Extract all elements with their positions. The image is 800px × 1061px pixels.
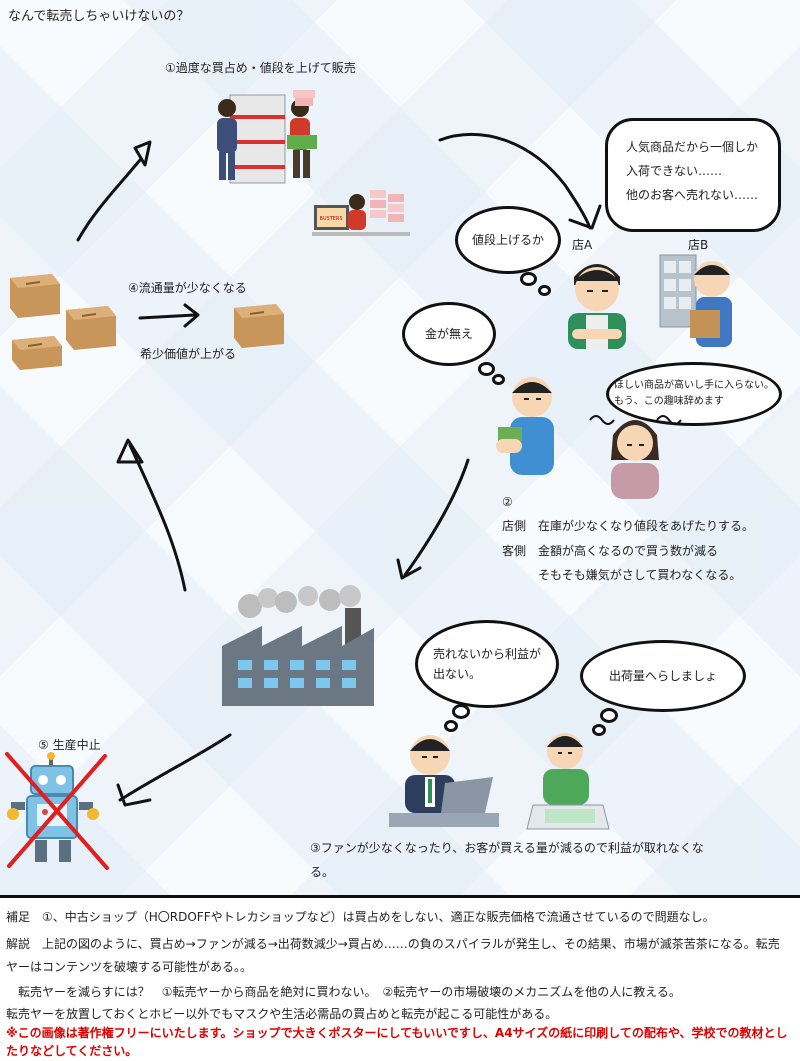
woman-bubble-line1: ほしい商品が高いし手に入らない。	[614, 380, 774, 391]
note-supplement: 補足 ①、中古ショップ（H〇RDOFFやトレカショップなど）は買占めをしない、適…	[6, 910, 715, 924]
no-profit-bubble-line2: 出ない。	[432, 667, 481, 681]
cardboard-box-right	[234, 304, 284, 348]
step2-customer-side: 客側 金額が高くなるので買う数が減る	[502, 544, 719, 558]
online-reseller-illustration: BUSTERS	[312, 190, 410, 236]
note-leave-alone: 転売ヤーを放置しておくとホビー以外でもマスクや生活必需品の買占めと転売が起こる可…	[6, 1007, 558, 1021]
step2-customer-side-2: そもそも嫌気がさして買わなくなる。	[538, 568, 742, 582]
step4-label: ④流通量が少なくなる	[128, 281, 247, 295]
arrow-flow	[138, 313, 197, 320]
step4-sub-label: 希少価値が上がる	[140, 347, 237, 361]
no-money-bubble: 金が無え	[402, 302, 496, 366]
store-a-bubble-tail	[520, 272, 537, 286]
store-b-bubble-line2: 入荷できない……	[626, 164, 723, 178]
arrow-to-factory	[403, 458, 470, 577]
step1-label: ①過度な買占め・値段を上げて販売	[165, 61, 356, 75]
section-divider	[0, 895, 800, 898]
reduce-shipment-bubble-text: 出荷量へらしましょ	[608, 668, 717, 683]
arrow-to-stores	[438, 132, 592, 230]
arrowhead-step1	[133, 140, 152, 167]
no-profit-bubble-tail	[452, 704, 470, 719]
arrowhead-factory	[396, 558, 422, 580]
arrow-to-step1	[76, 158, 142, 242]
reduce-shipment-bubble-tail-small	[592, 724, 606, 736]
store-a-clerk-illustration	[568, 264, 626, 349]
customer-woman-illustration	[589, 415, 682, 499]
shop-shelf-illustration	[217, 90, 317, 184]
page-title: なんで転売しちゃいけないの？	[8, 9, 190, 24]
store-a-label: 店A	[572, 238, 593, 252]
stopped-robot-illustration	[5, 752, 109, 870]
arrow-to-flow	[128, 443, 187, 592]
no-money-bubble-tail-small	[492, 374, 505, 385]
step2-number: ②	[502, 495, 513, 509]
factory-illustration	[222, 585, 374, 706]
no-money-bubble-text: 金が無え	[424, 326, 473, 341]
note-explanation-line2: ヤーはコンテンツを破壊する可能性がある。。	[6, 960, 253, 974]
arrowhead-stop	[116, 783, 152, 807]
arrows-layer	[76, 132, 602, 807]
note-copyright-line2: たりなどしてください。	[6, 1044, 138, 1058]
store-b-clerk-illustration	[659, 254, 732, 347]
note-copyright-line1: ※この画像は著作権フリーにいたします。ショップで大きくポスターにしてもいいですし…	[6, 1026, 788, 1040]
customer-man-illustration	[496, 377, 554, 475]
spiral-diagram: なんで転売しちゃいけないの？ ①過度な買占め・値段を上げて販売	[0, 0, 800, 895]
store-a-bubble-text: 値段上げるか	[471, 232, 544, 247]
no-money-bubble-tail	[478, 362, 495, 376]
step5-label: ⑤ 生産中止	[38, 738, 101, 752]
store-b-bubble: 人気商品だから一個しか 入荷できない…… 他のお客へ売れない……	[605, 118, 781, 232]
store-b-bubble-line1: 人気商品だから一個しか	[626, 140, 759, 154]
store-a-bubble-tail-small	[538, 285, 551, 296]
step3-line2: る。	[310, 865, 335, 879]
cross-mark-stroke-2	[7, 754, 107, 868]
arrowhead-flow-small	[183, 303, 200, 328]
store-b-label: 店B	[688, 238, 709, 252]
office-workers-illustration	[389, 733, 610, 830]
reduce-shipment-bubble-tail	[600, 708, 618, 723]
note-how-to-reduce: 転売ヤーを減らすには？ ①転売ヤーから商品を絶対に買わない。 ②転売ヤーの市場破…	[6, 985, 681, 999]
arrow-to-stop	[118, 733, 232, 802]
store-b-bubble-line3: 他のお客へ売れない……	[626, 188, 759, 202]
step3-line1: ③ファンが少なくなったり、お客が買える量が減るので利益が取れなくな	[310, 841, 704, 855]
no-profit-bubble-tail-small	[444, 720, 458, 732]
woman-bubble-line2: もう、この趣味辞めます	[614, 396, 724, 407]
arrowhead-flow	[116, 438, 144, 464]
no-profit-bubble: 売れないから利益が 出ない。	[415, 620, 559, 708]
woman-bubble: ほしい商品が高いし手に入らない。 もう、この趣味辞めます	[606, 362, 782, 426]
arrowhead-stores	[568, 204, 602, 230]
note-explanation-line1: 解説 上記の図のように、買占め→ファンが減る→出荷数減少→買占め……の負のスパイ…	[6, 937, 780, 951]
shop-sign-text: BUSTERS	[319, 216, 342, 222]
no-profit-bubble-line1: 売れないから利益が	[432, 646, 541, 661]
reduce-shipment-bubble: 出荷量へらしましょ	[580, 640, 746, 712]
cardboard-boxes-left	[10, 274, 116, 370]
step2-shop-side: 店側 在庫が少なくなり値段をあげたりする。	[502, 519, 755, 533]
store-a-bubble: 値段上げるか	[455, 206, 561, 274]
